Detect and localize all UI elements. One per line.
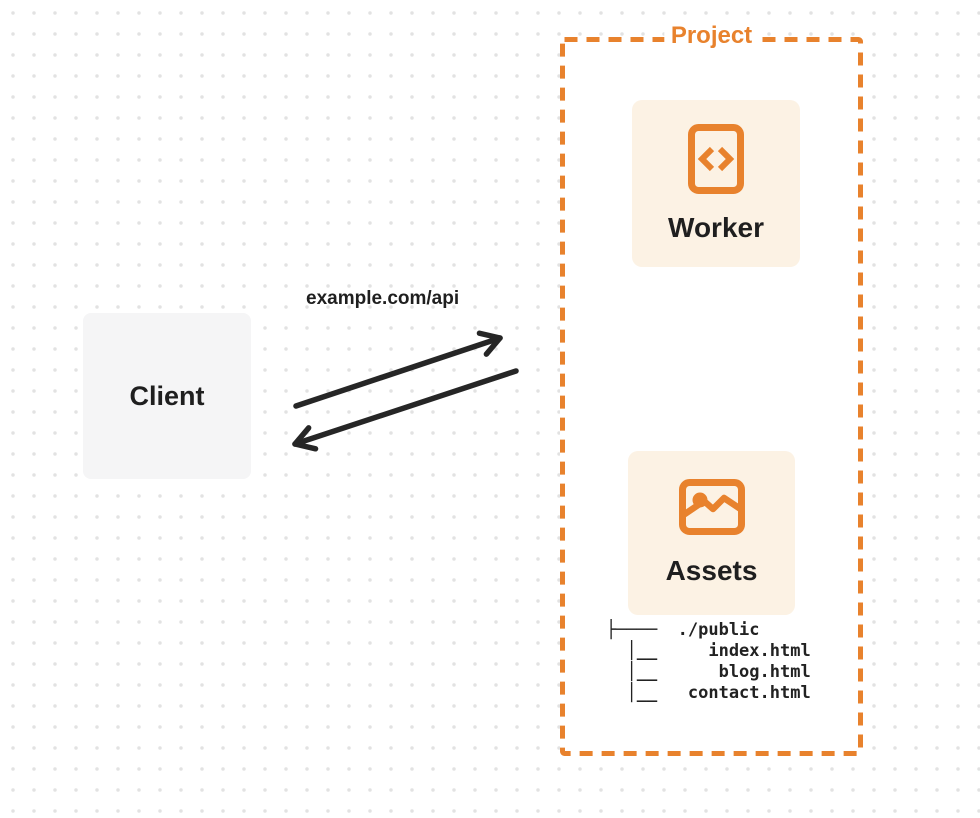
assets-file-tree: ├──── ./public │__ index.html │__ blog.h… bbox=[606, 620, 811, 703]
worker-node: Worker bbox=[632, 100, 800, 267]
client-label: Client bbox=[129, 380, 205, 411]
project-container: Project Worker Assets ├──── ./public │__… bbox=[560, 22, 863, 756]
request-url-label: example.com/api bbox=[306, 288, 460, 309]
project-label: Project bbox=[663, 22, 760, 51]
worker-label: Worker bbox=[668, 211, 764, 243]
project-dashed-border bbox=[560, 37, 863, 756]
response-arrow bbox=[292, 368, 519, 452]
request-arrow bbox=[293, 330, 503, 409]
assets-label: Assets bbox=[665, 555, 758, 586]
assets-node: Assets bbox=[628, 451, 795, 615]
client-node: Client bbox=[83, 313, 251, 479]
code-file-icon bbox=[688, 123, 744, 194]
image-icon bbox=[678, 479, 745, 535]
